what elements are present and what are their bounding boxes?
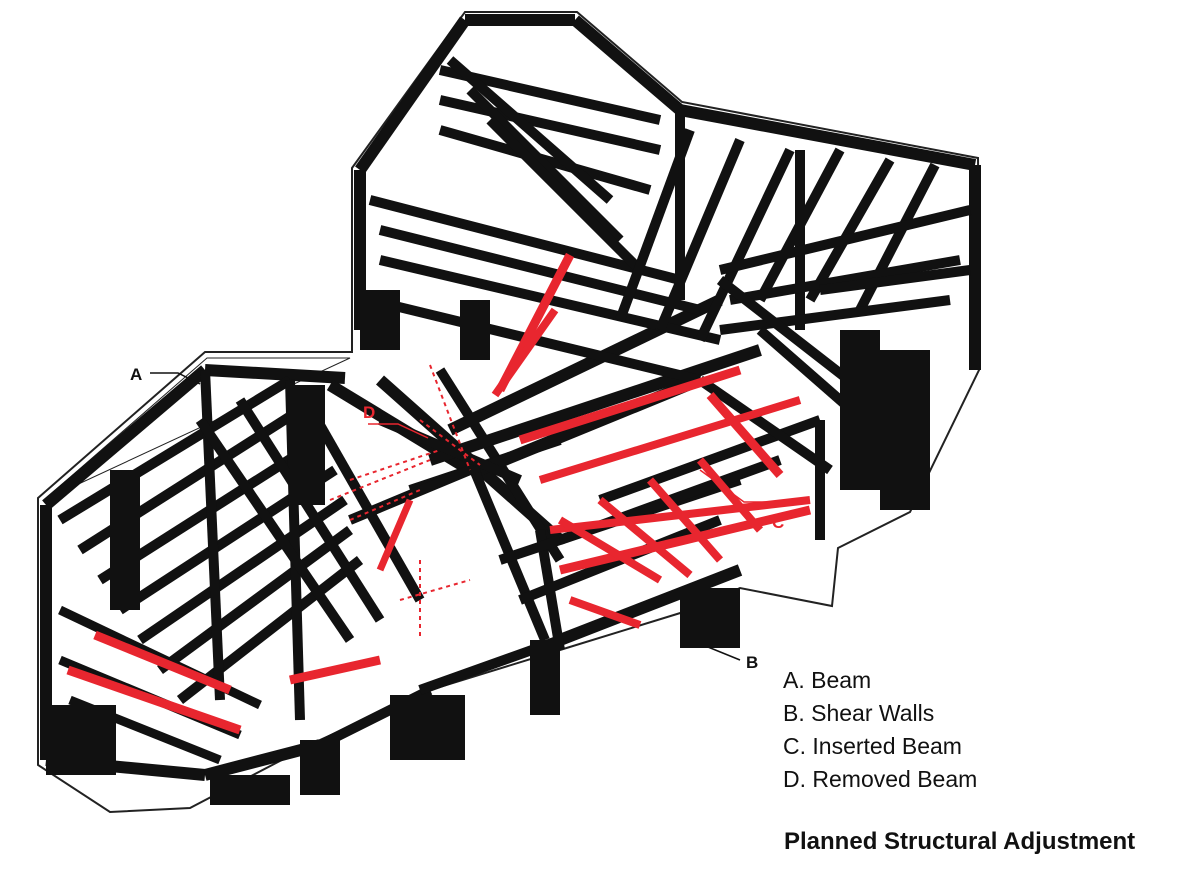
inserted-beams xyxy=(66,252,812,735)
shear-wall xyxy=(840,330,880,490)
legend: A. Beam B. Shear Walls C. Inserted Beam … xyxy=(783,664,977,796)
callout-leaders xyxy=(150,372,768,661)
inserted-beam xyxy=(597,496,693,579)
callout-a-label: A xyxy=(130,365,142,384)
structural-beam xyxy=(378,415,522,485)
structural-beam xyxy=(446,56,614,204)
structural-beam xyxy=(655,138,745,332)
structural-beam xyxy=(805,157,895,303)
shear-wall xyxy=(680,588,740,648)
structural-beam xyxy=(378,225,702,315)
legend-item-beam: A. Beam xyxy=(783,667,872,693)
structural-beam xyxy=(678,104,977,171)
callout-d-label: D xyxy=(363,403,375,422)
inserted-beam xyxy=(289,655,381,685)
structural-beam xyxy=(557,564,743,646)
structural-beam xyxy=(438,95,662,155)
inserted-beam xyxy=(568,596,642,629)
shear-wall xyxy=(110,470,140,610)
inserted-beam xyxy=(696,457,764,533)
inserted-beam xyxy=(93,630,232,695)
structural-beam xyxy=(157,525,353,675)
shear-wall xyxy=(300,740,340,795)
callout-b-label: B xyxy=(746,653,758,672)
removed-beam xyxy=(349,449,441,481)
inserted-beam xyxy=(646,477,724,563)
removed-beam xyxy=(429,364,471,471)
removed-beam xyxy=(329,459,431,501)
structural-beam xyxy=(571,15,684,115)
legend-item-removed-beam: D. Removed Beam xyxy=(783,766,978,792)
shear-wall xyxy=(880,350,930,510)
diagram-title: Planned Structural Adjustment xyxy=(784,828,1136,855)
shear-wall xyxy=(360,290,400,350)
inserted-beam xyxy=(518,365,742,445)
structural-beam xyxy=(697,375,833,475)
shear-wall xyxy=(390,695,465,760)
structural-beam xyxy=(368,195,682,285)
structural-beam xyxy=(486,116,644,274)
structural-beam xyxy=(729,255,961,305)
legend-item-shear-walls: B. Shear Walls xyxy=(783,700,935,726)
structural-beam xyxy=(235,397,385,623)
shear-wall xyxy=(46,705,116,775)
inserted-beam xyxy=(558,505,812,575)
structural-beam xyxy=(195,417,355,643)
structural-beam xyxy=(447,294,723,436)
inserted-beam xyxy=(538,396,802,484)
legend-item-inserted-beam: C. Inserted Beam xyxy=(783,733,962,759)
inserted-beam xyxy=(491,307,559,398)
structural-beam xyxy=(718,205,972,275)
inserted-beam xyxy=(706,392,784,478)
inserted-beam xyxy=(376,498,414,572)
black-structure xyxy=(40,14,981,781)
structural-beam xyxy=(42,365,209,510)
shear-wall xyxy=(530,640,560,715)
structural-beam xyxy=(819,265,971,295)
shear-wall xyxy=(460,300,490,360)
structural-beam xyxy=(465,458,550,642)
shear-walls xyxy=(46,290,930,805)
inserted-beam xyxy=(557,516,663,584)
shear-wall xyxy=(290,385,325,505)
structural-beam xyxy=(719,295,951,335)
structural-beam xyxy=(695,147,795,343)
structural-beam xyxy=(466,86,624,244)
structural-beam xyxy=(137,495,348,645)
structural-beam xyxy=(57,375,293,525)
shear-wall xyxy=(210,775,290,805)
structural-beam xyxy=(355,16,470,174)
removed-beams xyxy=(329,364,481,640)
callout-c-label: C xyxy=(772,513,784,532)
inserted-beam xyxy=(66,665,242,735)
structural-beam xyxy=(204,364,346,384)
structural-beam xyxy=(428,344,762,466)
